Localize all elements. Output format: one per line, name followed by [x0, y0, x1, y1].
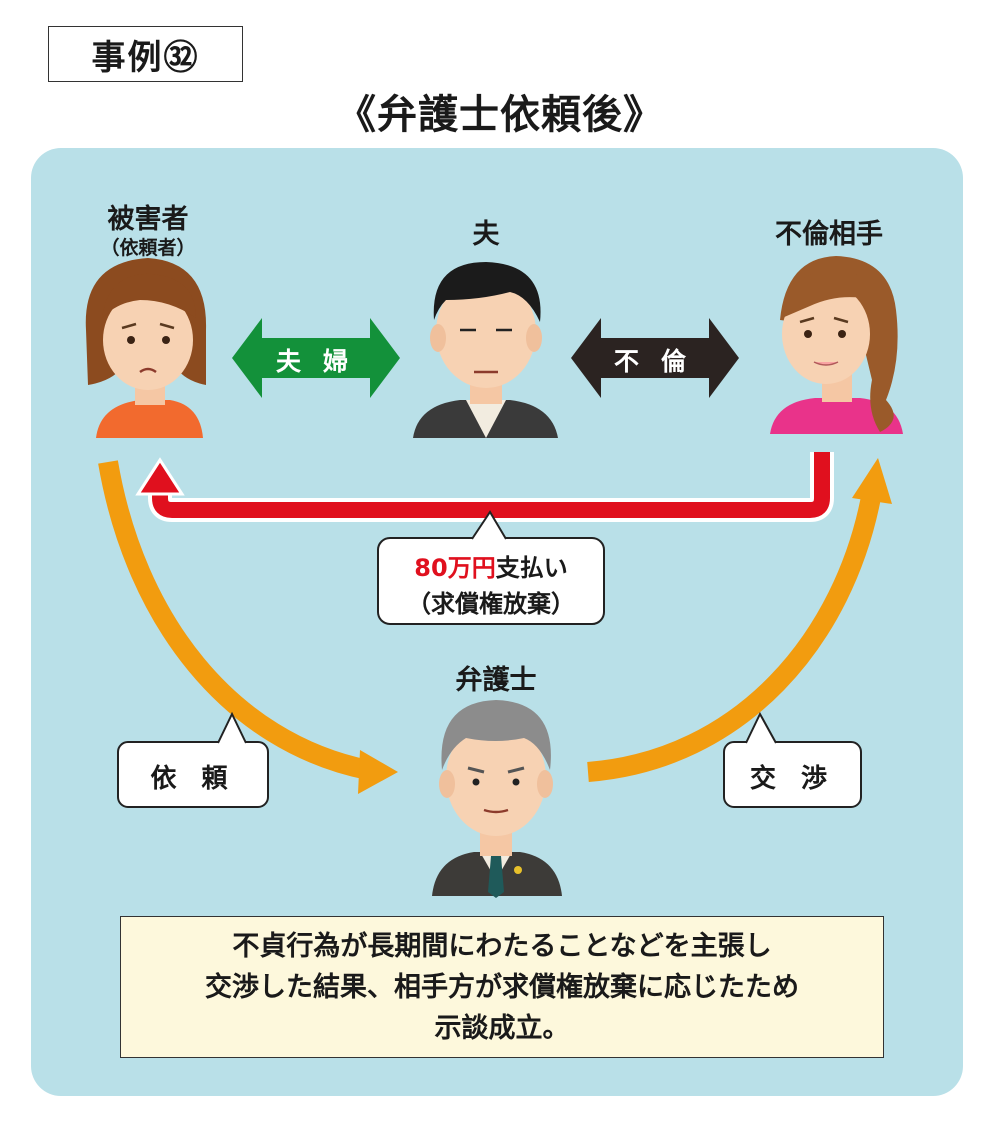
- payment-text: 80万円支払い: [378, 548, 604, 583]
- case-number: 事例㉜: [91, 37, 200, 78]
- husband-avatar: [413, 262, 558, 438]
- summary-line-1: 不貞行為が長期間にわたることなどを主張し: [232, 930, 772, 962]
- summary-box: 不貞行為が長期間にわたることなどを主張し 交渉した結果、相手方が求償権放棄に応じ…: [120, 916, 884, 1058]
- husband-label: 夫: [472, 219, 500, 250]
- summary-line-2: 交渉した結果、相手方が求償権放棄に応じたため: [205, 971, 799, 1003]
- victim-label: 被害者: [107, 204, 189, 235]
- partner-label: 不倫相手: [775, 219, 883, 250]
- payment-action: 支払い: [495, 554, 568, 582]
- marriage-arrow: [232, 318, 400, 398]
- negotiation-label: 交 渉: [749, 764, 836, 794]
- affair-label: 不倫: [614, 347, 709, 376]
- payment-note: （求償権放棄）: [407, 590, 575, 618]
- request-flow-arrow: [98, 460, 398, 794]
- payment-amount: 80万円: [414, 554, 496, 582]
- lawyer-label: 弁護士: [455, 665, 537, 696]
- negotiation-flow-arrow: [587, 458, 892, 782]
- lawyer-avatar: [432, 700, 562, 898]
- victim-avatar: [85, 258, 207, 438]
- case-number-box: 事例㉜: [48, 26, 243, 82]
- page-title: 《弁護士依頼後》: [336, 92, 664, 138]
- affair-arrow: [571, 318, 739, 398]
- marriage-label: 夫婦: [276, 347, 371, 376]
- summary-line-3: 示談成立。: [434, 1012, 570, 1044]
- victim-sublabel: （依頼者）: [100, 237, 196, 259]
- payment-bubble: [377, 510, 605, 625]
- request-label: 依 頼: [150, 764, 236, 794]
- request-bubble: [117, 711, 269, 808]
- negotiation-bubble: [723, 711, 862, 808]
- partner-avatar: [770, 256, 903, 434]
- payment-arrow: [135, 452, 834, 522]
